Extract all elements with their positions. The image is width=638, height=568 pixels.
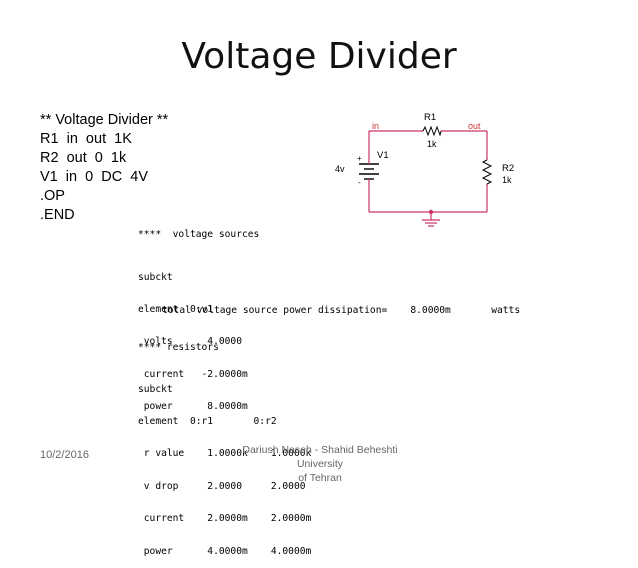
voltage-sources-header: **** voltage sources [138, 229, 260, 240]
resistor-r2-symbol [481, 159, 493, 185]
v1-plus-sign: + [357, 154, 362, 163]
v1-name-label: V1 [377, 150, 389, 161]
resistors-header: **** resistors [138, 342, 219, 353]
vs-volts-line: volts 4.0000 [138, 336, 242, 348]
circuit-schematic: in out R1 1k R2 1k V1 4v + - [335, 112, 514, 227]
footer-author-line1: Dariush Naseh - Shahid Beheshti Universi… [242, 444, 398, 470]
v1-value-label: 4v [335, 164, 345, 174]
r2-name-label: R2 [502, 163, 514, 174]
r2-value-label: 1k [502, 175, 512, 185]
voltage-sources-block: subckt element 0:v1 volts 4.0000 current… [138, 251, 248, 424]
r-current-line: current 2.0000m 2.0000m [138, 513, 312, 525]
footer-author-line2: of Tehran [298, 472, 342, 484]
netlist-line: V1 in 0 DC 4V [40, 169, 148, 185]
r1-name-label: R1 [424, 112, 436, 123]
v1-minus-sign: - [358, 178, 361, 187]
schematic-wires [368, 130, 488, 213]
battery-v1-symbol [359, 160, 379, 184]
footer-date: 10/2/2016 [40, 449, 89, 461]
ground-node-dot [428, 209, 434, 215]
resistor-r1-symbol [422, 125, 442, 137]
node-label-out: out [468, 121, 481, 131]
netlist-line: .END [40, 207, 75, 223]
vs-power-line: power 8.0000m [138, 401, 248, 413]
r1-value-label: 1k [427, 139, 437, 149]
r-value-line: r value 1.0000k 1.0000k [138, 448, 312, 460]
slide-title: Voltage Divider [181, 36, 457, 77]
netlist-line: ** Voltage Divider ** [40, 112, 169, 128]
total-power-line: total voltage source power dissipation= … [162, 305, 521, 316]
netlist-line: R1 in out 1K [40, 131, 132, 147]
node-label-in: in [372, 121, 379, 131]
vs-current-line: current -2.0000m [138, 368, 248, 380]
r-subckt-line: subckt [138, 383, 173, 395]
r-power-line: power 4.0000m 4.0000m [138, 545, 312, 557]
r-element-line: element 0:r1 0:r2 [138, 415, 277, 427]
vs-element-line: element 0:v1 [138, 303, 214, 315]
footer-author: Dariush Naseh - Shahid Beheshti Universi… [222, 443, 418, 485]
netlist-line: .OP [40, 188, 65, 204]
vs-subckt-line: subckt [138, 271, 173, 283]
netlist-text: ** Voltage Divider ** R1 in out 1K R2 ou… [40, 111, 168, 225]
netlist-line: R2 out 0 1k [40, 150, 127, 166]
